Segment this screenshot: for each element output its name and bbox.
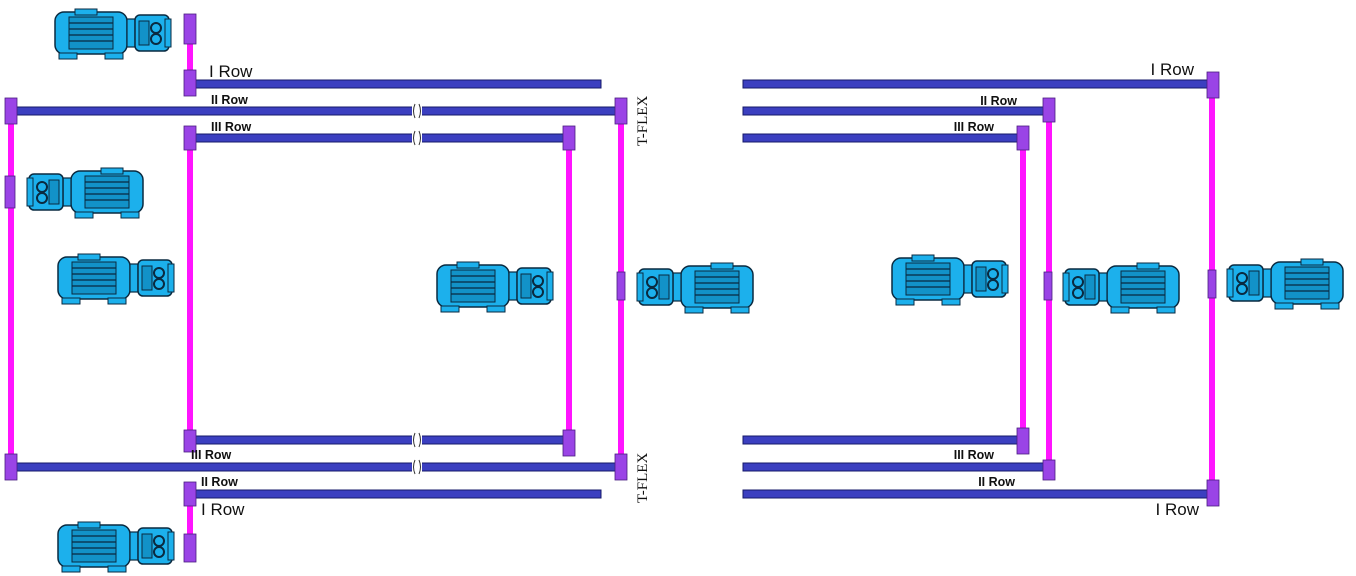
geared-motor-icon [54,8,172,60]
post-left-inner [187,130,193,448]
post-left-outer [8,104,14,478]
label-i-row: I Row [201,500,245,519]
label-i-row: I Row [209,62,253,81]
geared-motor-icon [57,253,175,305]
label-t-flex-bottom: T-FLEX [635,453,651,503]
break-mark [411,459,423,475]
break-mark [411,130,423,146]
label-ii-row: II Row [201,475,238,489]
row-labels: I Row II Row III Row III Row II Row I Ro… [191,60,1200,519]
post-bottom-drive-a [187,482,193,562]
label-ii-row: II Row [978,475,1015,489]
geared-motor-icon [1226,258,1344,310]
label-t-flex-top: T-FLEX [635,96,651,146]
break-mark [411,103,423,119]
rail-top-i-row-left [186,79,602,89]
rail-bottom-i-row-left [186,489,602,499]
label-iii-row: III Row [211,120,252,134]
label-ii-row: II Row [211,93,248,107]
geared-motor-icon [57,521,175,573]
post-left-mid-a [566,130,572,448]
rail-bottom-iii-row-right [742,435,1026,445]
label-iii-row: III Row [954,120,995,134]
post-right-inner [1020,130,1026,448]
label-i-row: I Row [1156,500,1200,519]
label-ii-row: II Row [980,94,1017,108]
label-i-row: I Row [1151,60,1195,79]
end-caps [4,13,1220,563]
geared-motor-icon [436,261,554,313]
post-top-drive-a [187,16,193,96]
geared-motor-icon [1062,262,1180,314]
geared-motor-icon [636,262,754,314]
label-iii-row: III Row [954,448,995,462]
rail-top-iii-row-right [742,133,1026,143]
rail-bottom-iii-row-left [186,435,574,445]
vertical-posts [8,16,1215,562]
rail-top-ii-row-left [7,106,625,116]
geared-motor-icon [26,167,144,219]
rail-bottom-ii-row-right [742,462,1052,472]
break-mark [411,432,423,448]
rail-top-iii-row-left [186,133,574,143]
rail-top-ii-row-right [742,106,1052,116]
geared-motor-icon [891,254,1009,306]
rail-top-i-row-right [742,79,1214,89]
rail-bottom-i-row-right [742,489,1214,499]
label-iii-row: III Row [191,448,232,462]
rail-bottom-ii-row-left [7,462,625,472]
